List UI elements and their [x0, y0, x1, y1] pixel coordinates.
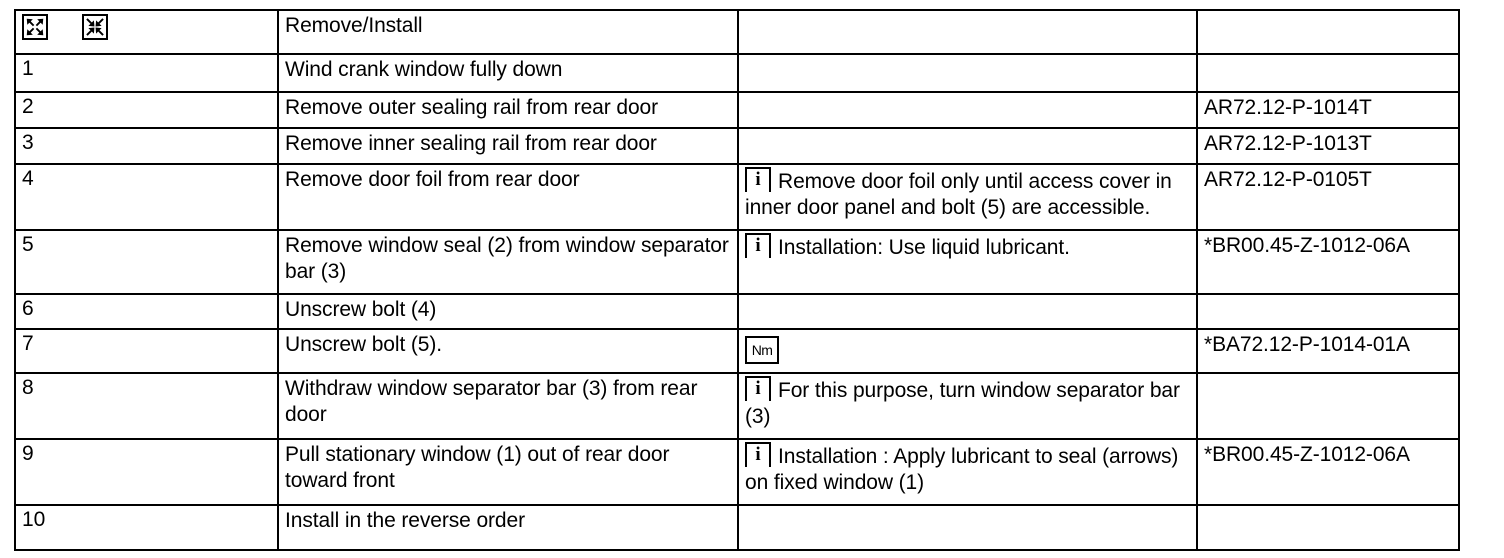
header-icon-cell: [14, 9, 279, 55]
reference-text[interactable]: AR72.12-P-0105T: [1204, 168, 1372, 191]
reference-cell: [1196, 372, 1460, 440]
step-number: 4: [22, 167, 34, 190]
note-cell: i For this purpose, turn window separato…: [737, 372, 1198, 440]
table-row: 10 Install in the reverse order: [14, 504, 1460, 551]
header-note-cell: [737, 9, 1198, 55]
table-row: 7 Unscrew bolt (5). Nm *BA72.12-P-1014-0…: [14, 328, 1460, 374]
operation-cell: Wind crank window fully down: [277, 53, 739, 93]
operation-text: Remove outer sealing rail from rear door: [285, 96, 658, 119]
reference-cell: AR72.12-P-1014T: [1196, 91, 1460, 129]
operation-cell: Pull stationary window (1) out of rear d…: [277, 438, 739, 506]
reference-text[interactable]: *BR00.45-Z-1012-06A: [1204, 234, 1410, 257]
torque-nm-icon: Nm: [745, 336, 779, 364]
step-number-cell: 5: [14, 229, 279, 295]
reference-cell: *BR00.45-Z-1012-06A: [1196, 229, 1460, 295]
reference-cell: [1196, 293, 1460, 330]
step-number-cell: 1: [14, 53, 279, 93]
operation-text: Wind crank window fully down: [285, 58, 563, 81]
header-reference-cell: [1196, 9, 1460, 55]
operation-cell: Install in the reverse order: [277, 504, 739, 551]
header-operation-text: Remove/Install: [285, 14, 423, 37]
table-row: 2 Remove outer sealing rail from rear do…: [14, 91, 1460, 129]
operation-cell: Remove outer sealing rail from rear door: [277, 91, 739, 129]
note-cell: [737, 91, 1198, 129]
remove-icon[interactable]: [22, 14, 48, 40]
note-cell: [737, 53, 1198, 93]
note-cell: [737, 504, 1198, 551]
reference-cell: AR72.12-P-1013T: [1196, 127, 1460, 165]
step-number-cell: 8: [14, 372, 279, 440]
table-row: 8 Withdraw window separator bar (3) from…: [14, 372, 1460, 440]
info-icon: i: [745, 442, 771, 467]
step-number-cell: 4: [14, 163, 279, 231]
operation-text: Pull stationary window (1) out of rear d…: [285, 443, 670, 492]
note-cell: [737, 293, 1198, 330]
reference-cell: [1196, 53, 1460, 93]
reference-text[interactable]: *BR00.45-Z-1012-06A: [1204, 443, 1410, 466]
operation-text: Remove door foil from rear door: [285, 168, 580, 191]
note-text: For this purpose, turn window separator …: [745, 379, 1180, 428]
install-icon[interactable]: [82, 14, 108, 40]
operation-cell: Withdraw window separator bar (3) from r…: [277, 372, 739, 440]
step-number-cell: 3: [14, 127, 279, 165]
info-icon: i: [745, 233, 771, 258]
reference-text[interactable]: AR72.12-P-1013T: [1204, 132, 1372, 155]
operation-cell: Unscrew bolt (4): [277, 293, 739, 330]
note-cell: i Installation: Use liquid lubricant.: [737, 229, 1198, 295]
info-icon: i: [745, 376, 771, 401]
step-number: 6: [22, 297, 34, 320]
table-row: 9 Pull stationary window (1) out of rear…: [14, 438, 1460, 506]
step-number-cell: 2: [14, 91, 279, 129]
step-number: 2: [22, 95, 34, 118]
header-operation-cell: Remove/Install: [277, 9, 739, 55]
operation-cell: Remove window seal (2) from window separ…: [277, 229, 739, 295]
operation-text: Remove window seal (2) from window separ…: [285, 234, 729, 283]
reference-text[interactable]: AR72.12-P-1014T: [1204, 96, 1372, 119]
procedure-table: Remove/Install 1 Wind crank window fully…: [14, 9, 1460, 551]
note-cell: i Remove door foil only until access cov…: [737, 163, 1198, 231]
step-number: 1: [22, 57, 34, 80]
reference-cell: [1196, 504, 1460, 551]
operation-text: Remove inner sealing rail from rear door: [285, 132, 657, 155]
note-text: Remove door foil only until access cover…: [745, 170, 1172, 219]
step-number: 5: [22, 233, 34, 256]
table-row: 4 Remove door foil from rear door i Remo…: [14, 163, 1460, 231]
step-number: 3: [22, 131, 34, 154]
reference-text[interactable]: *BA72.12-P-1014-01A: [1204, 333, 1410, 356]
note-text: Installation: Use liquid lubricant.: [778, 236, 1070, 259]
reference-cell: *BR00.45-Z-1012-06A: [1196, 438, 1460, 506]
table-row: 3 Remove inner sealing rail from rear do…: [14, 127, 1460, 165]
info-icon: i: [745, 167, 771, 192]
table-header-row: Remove/Install: [14, 9, 1460, 55]
operation-cell: Unscrew bolt (5).: [277, 328, 739, 374]
note-cell: Nm: [737, 328, 1198, 374]
step-number: 7: [22, 332, 34, 355]
step-number: 9: [22, 442, 34, 465]
operation-text: Withdraw window separator bar (3) from r…: [285, 377, 698, 426]
reference-cell: *BA72.12-P-1014-01A: [1196, 328, 1460, 374]
operation-text: Unscrew bolt (5).: [285, 333, 443, 356]
note-cell: [737, 127, 1198, 165]
operation-cell: Remove door foil from rear door: [277, 163, 739, 231]
note-cell: i Installation : Apply lubricant to seal…: [737, 438, 1198, 506]
step-number-cell: 7: [14, 328, 279, 374]
table-row: 5 Remove window seal (2) from window sep…: [14, 229, 1460, 295]
step-number: 8: [22, 376, 34, 399]
table-row: 6 Unscrew bolt (4): [14, 293, 1460, 330]
step-number-cell: 6: [14, 293, 279, 330]
operation-text: Install in the reverse order: [285, 509, 525, 532]
note-text: Installation : Apply lubricant to seal (…: [745, 445, 1179, 494]
step-number-cell: 10: [14, 504, 279, 551]
reference-cell: AR72.12-P-0105T: [1196, 163, 1460, 231]
table-row: 1 Wind crank window fully down: [14, 53, 1460, 93]
operation-text: Unscrew bolt (4): [285, 298, 437, 321]
step-number: 10: [22, 508, 46, 531]
operation-cell: Remove inner sealing rail from rear door: [277, 127, 739, 165]
step-number-cell: 9: [14, 438, 279, 506]
